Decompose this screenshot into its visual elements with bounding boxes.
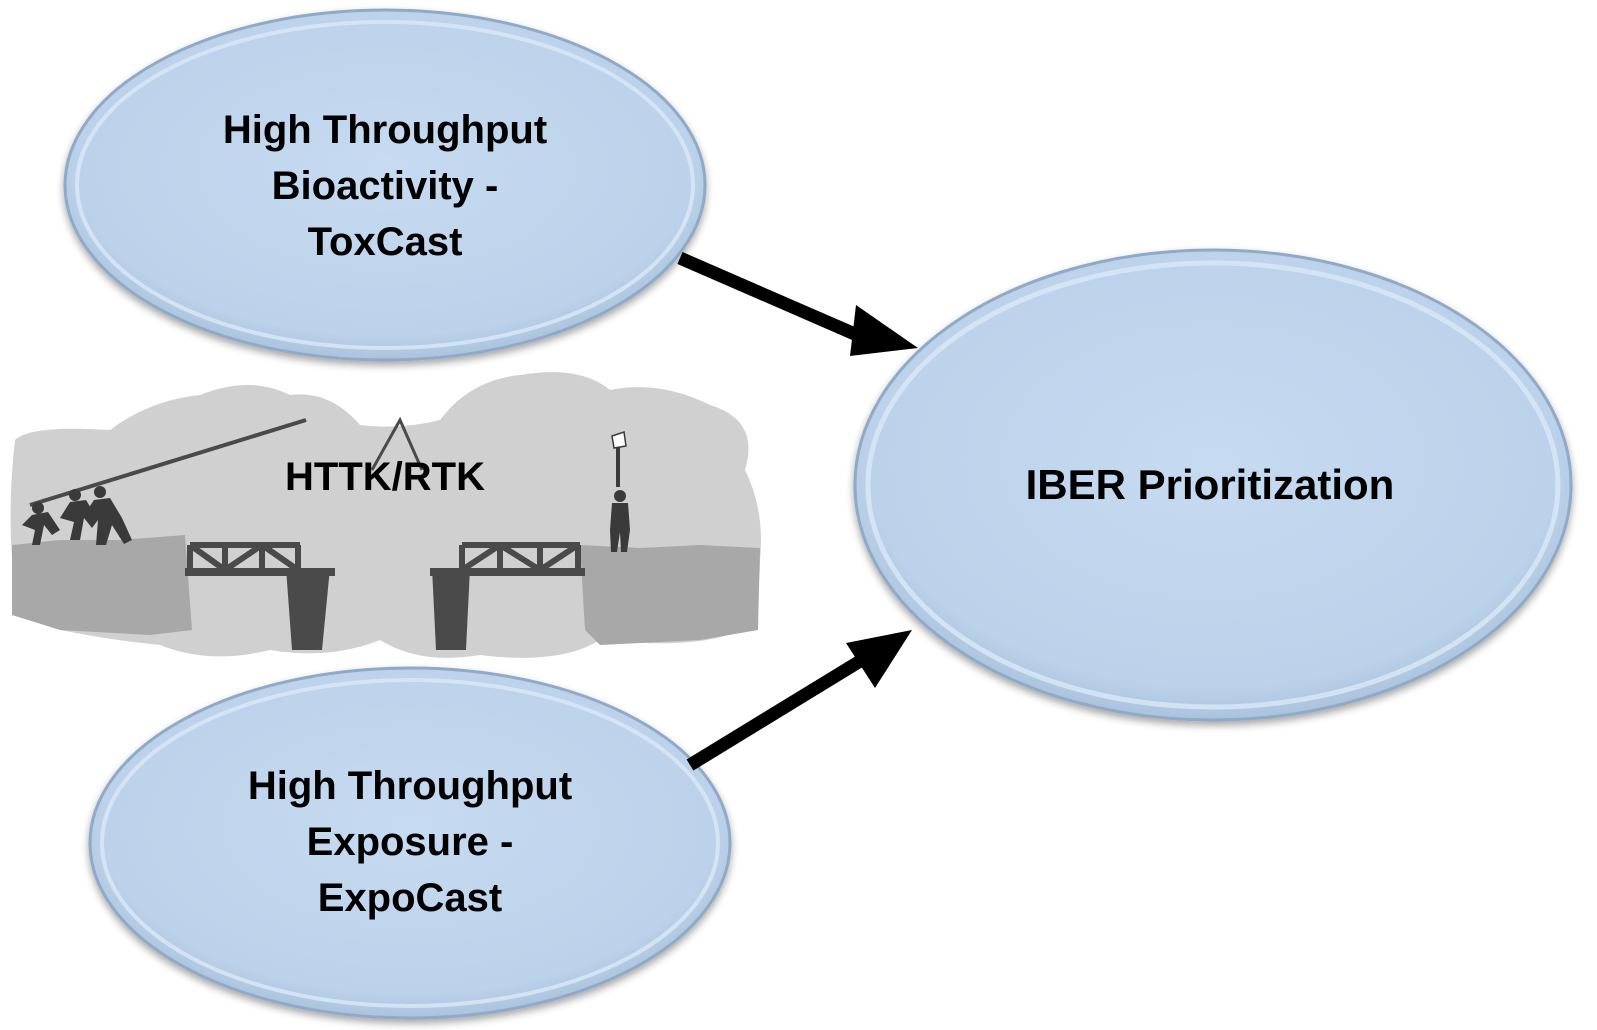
bridge-label-text: HTTK/RTK [285,455,485,499]
prioritization-label-text: IBER Prioritization [1025,461,1395,508]
bioactivity-label-line: High Throughput [222,108,548,152]
exposure-label-line: Exposure - [306,820,514,864]
exposure-label: High Throughput Exposure - ExpoCast [205,752,615,932]
arrow-bioactivity-to-prioritization [677,252,918,356]
bioactivity-label: High Throughput Bioactivity - ToxCast [180,96,590,276]
bioactivity-label-line: ToxCast [307,220,463,264]
exposure-label-line: ExpoCast [317,876,503,920]
broken-bridge-illustration [10,372,761,658]
bridge-label: HTTK/RTK [250,452,520,502]
bioactivity-label-line: Bioactivity - [271,164,499,208]
node-bioactivity [63,8,707,362]
node-exposure [88,666,732,1020]
arrow-exposure-to-prioritization [686,630,912,771]
prioritization-label: IBER Prioritization [960,455,1460,515]
exposure-label-line: High Throughput [247,764,573,808]
node-prioritization [853,248,1573,722]
